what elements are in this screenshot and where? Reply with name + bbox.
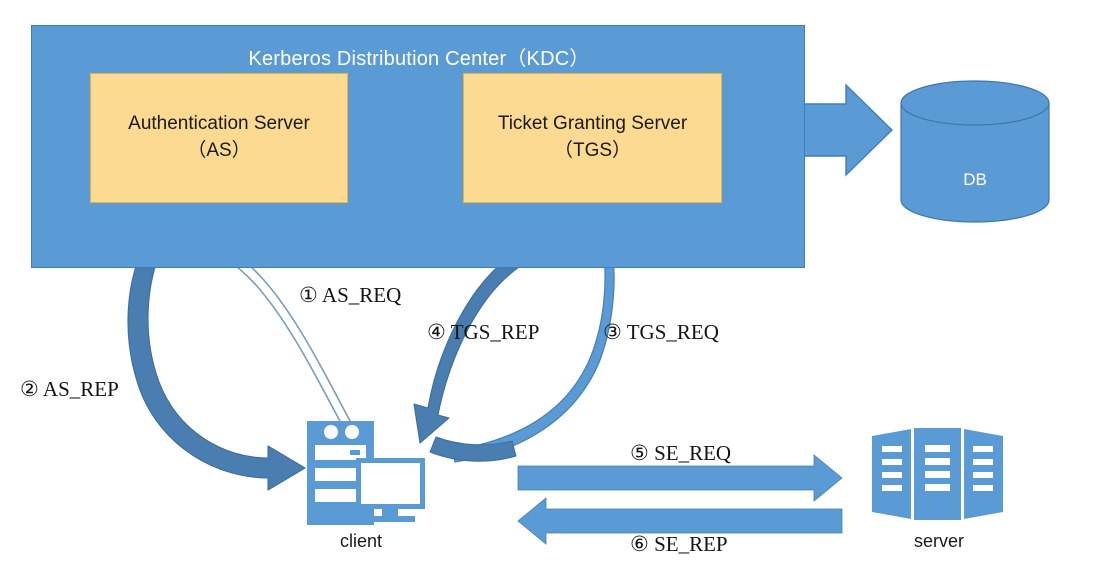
client-inbound-sweep <box>429 436 517 462</box>
ticket-granting-server-box: Ticket Granting Server （TGS） <box>463 73 722 203</box>
server-label: server <box>913 531 964 551</box>
message-label-as-req: ① AS_REQ <box>299 283 402 307</box>
authentication-server-abbrev: （AS） <box>187 140 251 161</box>
authentication-server-box: Authentication Server （AS） <box>90 73 348 203</box>
message-label-tgs-rep: ④ TGS_REP <box>427 320 540 344</box>
message-label-se-req: ⑤ SE_REQ <box>630 441 732 465</box>
ticket-granting-server-name: Ticket Granting Server <box>497 113 688 135</box>
authentication-server-name: Authentication Server <box>128 113 310 135</box>
kdc-title: Kerberos Distribution Center（KDC） <box>248 48 590 70</box>
ticket-granting-server-abbrev: （TGS） <box>553 140 632 161</box>
database-label: DB <box>963 170 987 189</box>
message-label-tgs-req: ③ TGS_REQ <box>603 320 719 344</box>
message-label-as-rep: ② AS_REP <box>20 377 119 401</box>
client-device-icon <box>307 421 425 525</box>
database-node: DB <box>901 84 1049 219</box>
server-rack-icon <box>872 428 1003 520</box>
client-label: client <box>339 531 383 551</box>
message-label-se-rep: ⑥ SE_REP <box>630 532 728 556</box>
